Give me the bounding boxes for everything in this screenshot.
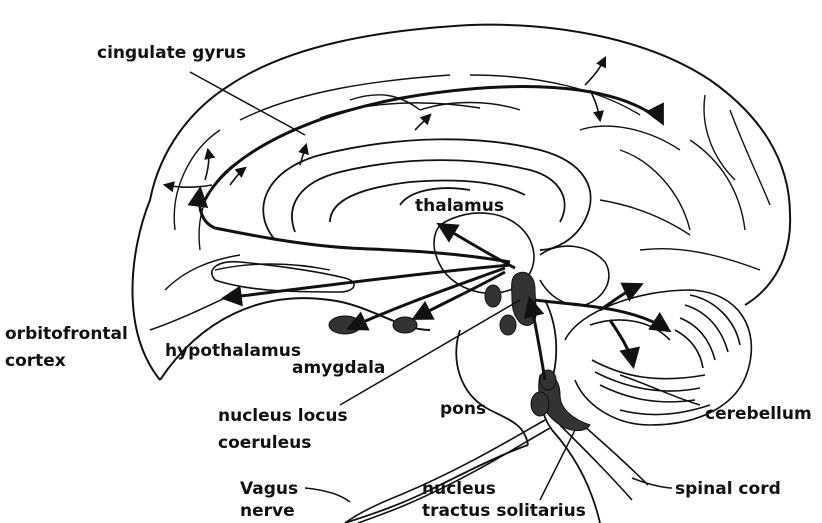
label-solitarius-line1: nucleus [422, 478, 496, 500]
label-thalamus: thalamus [415, 195, 504, 217]
label-pons: pons [440, 398, 486, 420]
label-amygdala: amygdala [292, 357, 385, 379]
leader-cingulate [190, 72, 305, 135]
label-cingulate-gyrus: cingulate gyrus [97, 42, 246, 64]
arrow-frontal-up [205, 150, 209, 180]
label-locus-line1: nucleus locus [218, 405, 348, 427]
label-spinal-cord: spinal cord [675, 478, 781, 500]
arrow-stem-up [530, 300, 545, 380]
label-locus-line2: coeruleus [218, 432, 311, 454]
label-solitarius-line2: tractus solitarius [422, 500, 586, 522]
arrow-to-hypothalamus [350, 268, 505, 328]
arrow-mid-1 [300, 145, 306, 165]
label-orbitofrontal-line2: cortex [5, 350, 66, 372]
pons-nucleus-1 [485, 285, 501, 307]
label-cerebellum: cerebellum [705, 403, 812, 425]
arrow-top-2 [585, 58, 605, 85]
leader-solitarius [540, 430, 575, 500]
label-vagus-line1: Vagus [240, 478, 298, 500]
arrow-cerebellum-down [610, 320, 633, 365]
arrow-top-1 [415, 115, 430, 130]
pons-nucleus-2 [500, 315, 516, 335]
amygdala-blob [393, 317, 417, 333]
medulla-nucleus-2 [531, 392, 549, 416]
leader-vagus [305, 488, 350, 502]
arrow-frontal-tip [165, 185, 212, 187]
label-vagus-line2: nerve [240, 500, 295, 522]
label-orbitofrontal-line1: orbitofrontal [5, 323, 128, 345]
label-hypothalamus: hypothalamus [165, 340, 301, 362]
leader-locus [340, 300, 520, 405]
arrow-to-thalamus [440, 225, 515, 268]
leader-spinal-cord [632, 478, 672, 488]
arrow-mid-2 [230, 168, 245, 185]
